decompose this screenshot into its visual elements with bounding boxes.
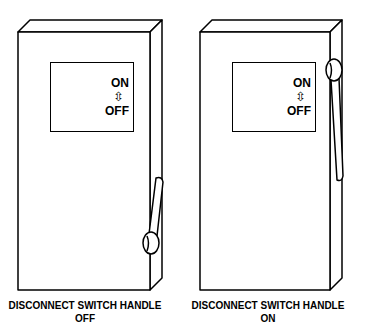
position-text: OFF (287, 104, 311, 118)
caption-label: DISCONNECT SWITCH HANDLE ON (188, 299, 348, 325)
enclosure-top (18, 20, 162, 32)
caption-label: DISCONNECT SWITCH HANDLE OFF (5, 299, 165, 325)
switch-handle-lever (149, 178, 163, 237)
label-plate: ON⇳OFF (232, 62, 316, 132)
knob-shading (330, 63, 332, 78)
position-text: ON (111, 76, 129, 90)
position-text: OFF (105, 104, 129, 118)
direction-arrow: ⇳ (113, 90, 129, 104)
label-plate: ON⇳OFF (50, 62, 134, 132)
position-text: ON (293, 76, 311, 90)
enclosure-front (18, 32, 150, 290)
knob-shading (147, 236, 149, 251)
switch-handle-knob (326, 59, 342, 81)
direction-arrow: ⇳ (295, 90, 311, 104)
switch-handle-lever (331, 78, 343, 181)
switch-handle-knob (143, 232, 159, 254)
enclosure-front (200, 32, 330, 290)
enclosure-top (200, 20, 342, 32)
